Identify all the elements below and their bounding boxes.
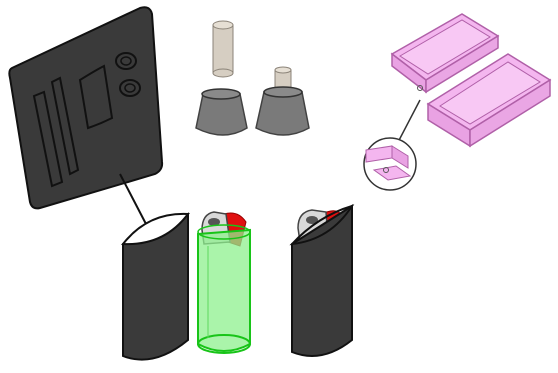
pink-mold-box bbox=[392, 14, 550, 146]
black-sleeve-with-lighter bbox=[292, 206, 352, 356]
detail-callout bbox=[364, 138, 416, 190]
beige-rod bbox=[213, 21, 233, 77]
green-sleeve-with-lighter bbox=[198, 212, 250, 353]
black-sleeve bbox=[123, 214, 188, 360]
grey-cup bbox=[196, 89, 247, 135]
black-flat-panel bbox=[9, 7, 162, 208]
grey-cup bbox=[256, 87, 309, 135]
